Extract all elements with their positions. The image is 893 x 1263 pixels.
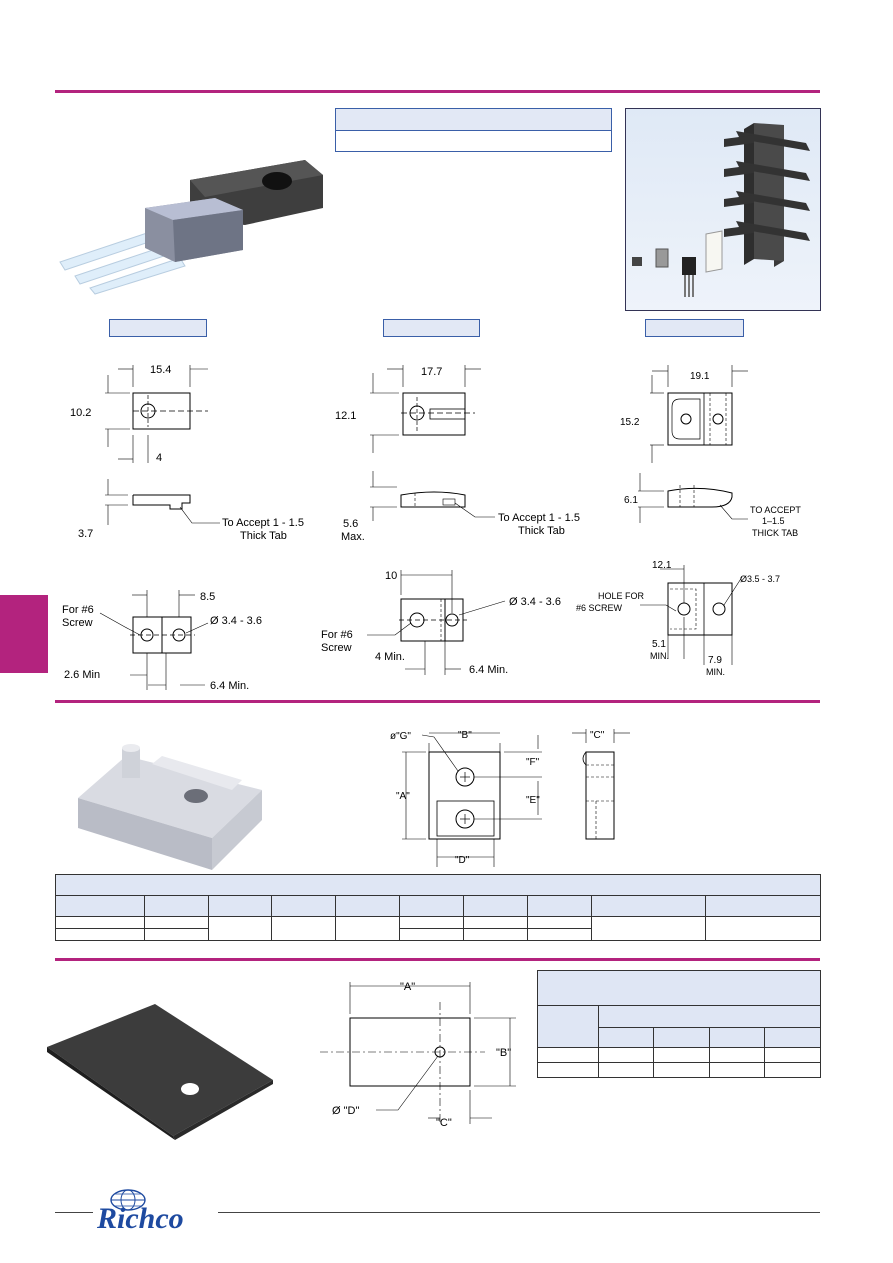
s2-label-e: "E": [526, 795, 540, 806]
d3-width: 19.1: [690, 371, 710, 382]
d2-side-2: Max.: [341, 531, 365, 543]
d1-width: 15.4: [150, 364, 171, 376]
d3-screw-1: HOLE FOR: [598, 591, 645, 601]
top-rule: [55, 90, 820, 93]
section-3-rule: [55, 958, 820, 961]
thermal-pad-table: [537, 970, 822, 1078]
d2-min-right: 6.4 Min.: [469, 664, 508, 676]
d1-screw-2: Screw: [62, 617, 93, 629]
part-label-1: [109, 319, 207, 337]
s3-label-c: "C": [436, 1117, 452, 1129]
d2-hole: Ø 3.4 - 3.6: [509, 596, 561, 608]
spacer-3d-image: [78, 744, 262, 870]
d1-note-2: Thick Tab: [240, 530, 287, 542]
s2-label-c: "C": [590, 730, 605, 741]
s3-label-b: "B": [496, 1047, 511, 1059]
d3-min-left-1: 5.1: [652, 639, 666, 650]
spacer-drawing: ø"G" "B" "A" "F" "E" "D" "C": [390, 729, 630, 867]
d3-height: 15.2: [620, 417, 640, 428]
d2-note-2: Thick Tab: [518, 525, 565, 537]
footer-line-left: [55, 1212, 93, 1213]
drawing-2: 17.7 12.1 5.6 Max. To Accept 1 - 1.5 Thi…: [321, 365, 580, 676]
drawing-3: 19.1 15.2 6.1 TO ACCEPT 1–1.5 THICK TAB …: [576, 365, 801, 677]
d3-note-3: THICK TAB: [752, 528, 798, 538]
s3-label-d: Ø "D": [332, 1105, 359, 1117]
thermal-pad-drawing: "A" "B" Ø "D" "C": [320, 981, 516, 1129]
d1-screw-1: For #6: [62, 604, 94, 616]
d3-screw-2: #6 SCREW: [576, 603, 623, 613]
d2-side-1: 5.6: [343, 518, 358, 530]
d3-min-right-2: MIN.: [706, 667, 725, 677]
s2-label-f: "F": [526, 757, 540, 768]
d3-min-right-1: 7.9: [708, 655, 722, 666]
d1-side: 3.7: [78, 528, 93, 540]
d1-note-1: To Accept 1 - 1.5: [222, 517, 304, 529]
d1-offset: 4: [156, 452, 162, 464]
d3-side: 6.1: [624, 495, 638, 506]
heatsink-photo: [625, 108, 821, 311]
part-label-2: [383, 319, 480, 337]
d2-width: 17.7: [421, 366, 442, 378]
d1-hole: Ø 3.4 - 3.6: [210, 615, 262, 627]
part-label-3: [645, 319, 744, 337]
globe-icon: [110, 1189, 146, 1211]
d3-min-left-2: MIN.: [650, 651, 669, 661]
thermal-pad-image: [47, 1004, 273, 1140]
d2-height: 12.1: [335, 410, 356, 422]
s2-label-d: "D": [455, 855, 470, 866]
s2-label-b: "B": [458, 730, 472, 741]
d1-min-right: 6.4 Min.: [210, 680, 249, 692]
drawing-1: 15.4 10.2 4 3.7 To Accept 1 - 1.5 Thick …: [62, 364, 304, 692]
footer-line-right: [218, 1212, 820, 1213]
spacer-table: [55, 874, 821, 941]
s2-label-g: ø"G": [390, 731, 411, 742]
d2-min-left: 4 Min.: [375, 651, 405, 663]
d2-bottom-top: 10: [385, 570, 397, 582]
s2-label-a: "A": [396, 791, 410, 802]
d1-bottom-top: 8.5: [200, 591, 215, 603]
d3-bottom-top: 12.1: [652, 560, 672, 571]
d2-note-1: To Accept 1 - 1.5: [498, 512, 580, 524]
side-tab: [0, 595, 48, 673]
d3-hole: Ø3.5 - 3.7: [740, 574, 780, 584]
d1-min-left: 2.6 Min: [64, 669, 100, 681]
header-box: [335, 108, 612, 152]
richco-logo: Richco: [97, 1202, 184, 1235]
d3-note-1: TO ACCEPT: [750, 505, 801, 515]
s3-label-a: "A": [400, 981, 415, 993]
d3-note-2: 1–1.5: [762, 516, 785, 526]
d1-height: 10.2: [70, 407, 91, 419]
d2-screw-1: For #6: [321, 629, 353, 641]
section-2-rule: [55, 700, 820, 703]
d2-screw-2: Screw: [321, 642, 352, 654]
transistor-image: [59, 160, 323, 295]
